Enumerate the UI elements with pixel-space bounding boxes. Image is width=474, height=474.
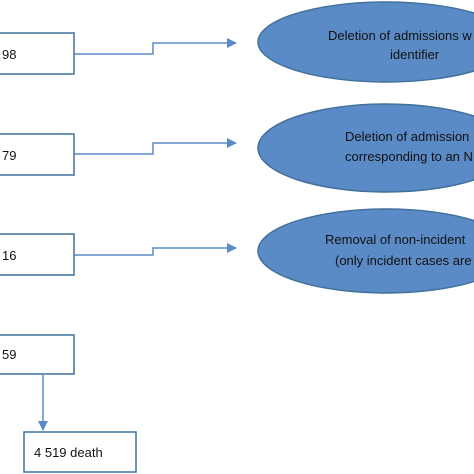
exclusion-1-line-2: identifier	[390, 47, 440, 62]
count-box-4-label: 59	[2, 347, 16, 362]
exclusion-ellipse-1: Deletion of admissions w identifier	[257, 1, 474, 83]
exclusion-3-line-2: (only incident cases are	[335, 253, 472, 268]
exclusion-2-line-2: corresponding to an N	[345, 149, 473, 164]
count-box-3: 16	[0, 233, 75, 276]
count-box-2-label: 79	[2, 148, 16, 163]
exclusion-3-line-1: Removal of non-incident	[325, 232, 466, 247]
count-box-3-label: 16	[2, 248, 16, 263]
count-box-4: 59	[0, 334, 75, 375]
count-box-1-label: 98	[2, 47, 16, 62]
exclusion-connector-1	[74, 38, 237, 55]
count-box-2: 79	[0, 133, 75, 176]
count-box-1: 98	[0, 32, 75, 75]
exclusion-connector-2	[74, 138, 237, 155]
exclusion-1-line-1: Deletion of admissions w	[328, 28, 472, 43]
exclusion-connector-3	[74, 243, 237, 256]
exclusion-2-line-1: Deletion of admission	[345, 129, 469, 144]
exclusion-ellipse-2: Deletion of admission corresponding to a…	[257, 103, 474, 193]
death-count-label: 4 519 death	[34, 445, 103, 460]
death-count-box: 4 519 death	[23, 431, 137, 473]
exclusion-ellipse-3: Removal of non-incident (only incident c…	[257, 208, 474, 294]
